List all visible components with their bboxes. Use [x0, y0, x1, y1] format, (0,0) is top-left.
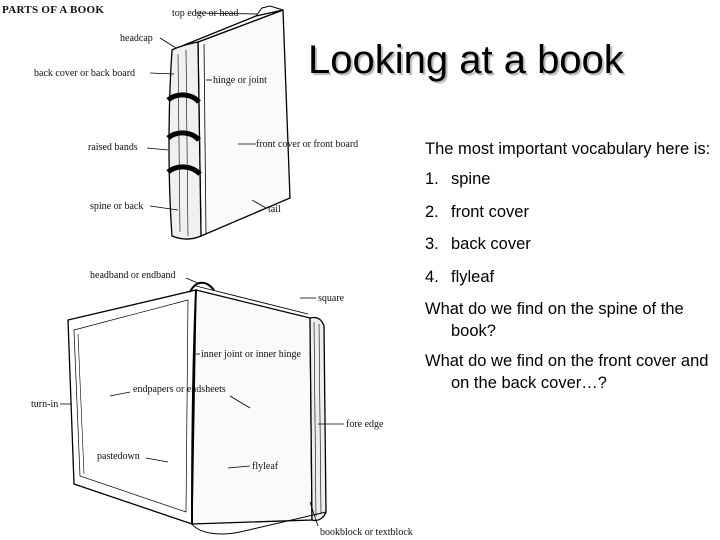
list-item: 4. flyleaf: [425, 266, 715, 288]
label-pastedown: pastedown: [97, 451, 140, 462]
slide-title: Looking at a book: [308, 38, 624, 82]
label-inner-joint: inner joint or inner hinge: [201, 349, 302, 360]
label-tail: tail: [268, 204, 281, 215]
label-turn-in: turn-in: [31, 399, 58, 410]
label-endpapers: endpapers or endsheets: [133, 384, 226, 395]
label-hinge: hinge or joint: [213, 75, 267, 86]
label-top-edge: top edge or head: [172, 8, 238, 19]
list-number: 3.: [425, 235, 439, 253]
diagram-heading: PARTS OF A BOOK: [2, 4, 104, 16]
slide-body: The most important vocabulary here is: 1…: [425, 138, 715, 394]
label-headband: headband or endband: [90, 270, 176, 281]
label-flyleaf: flyleaf: [252, 461, 279, 472]
list-term: flyleaf: [451, 267, 495, 286]
list-number: 2.: [425, 202, 439, 221]
label-square: square: [318, 293, 345, 304]
label-bookblock: bookblock or textblock: [320, 527, 413, 538]
list-item: 1. spine: [425, 168, 715, 190]
intro-text: The most important vocabulary here is:: [425, 140, 711, 158]
label-spine: spine or back: [90, 201, 143, 212]
list-number: 1.: [425, 170, 439, 188]
list-term: back cover: [451, 235, 531, 253]
label-headcap: headcap: [120, 33, 153, 44]
list-term: spine: [451, 170, 491, 188]
closed-book-drawing: [166, 5, 291, 240]
label-back-cover: back cover or back board: [34, 68, 135, 79]
label-fore-edge: fore edge: [346, 419, 384, 430]
question-covers: What do we find on the front cover and o…: [425, 352, 709, 392]
closed-book-leaders: [146, 12, 267, 211]
parts-of-a-book-diagram: PARTS OF A BOOK top edge or head headcap…: [2, 4, 413, 538]
question-spine: What do we find on the spine of the book…: [425, 300, 684, 340]
open-book-drawing: [67, 281, 327, 535]
label-raised-bands: raised bands: [88, 142, 138, 153]
list-term: front cover: [451, 202, 529, 221]
list-number: 4.: [425, 267, 439, 286]
list-item: 3. back cover: [425, 233, 715, 255]
vocabulary-list: 1. spine 2. front cover 3. back cover 4. fly…: [425, 168, 715, 288]
list-item: 2. front cover: [425, 201, 715, 223]
label-front-cover: front cover or front board: [256, 139, 358, 150]
open-book-leaders: [60, 277, 344, 527]
